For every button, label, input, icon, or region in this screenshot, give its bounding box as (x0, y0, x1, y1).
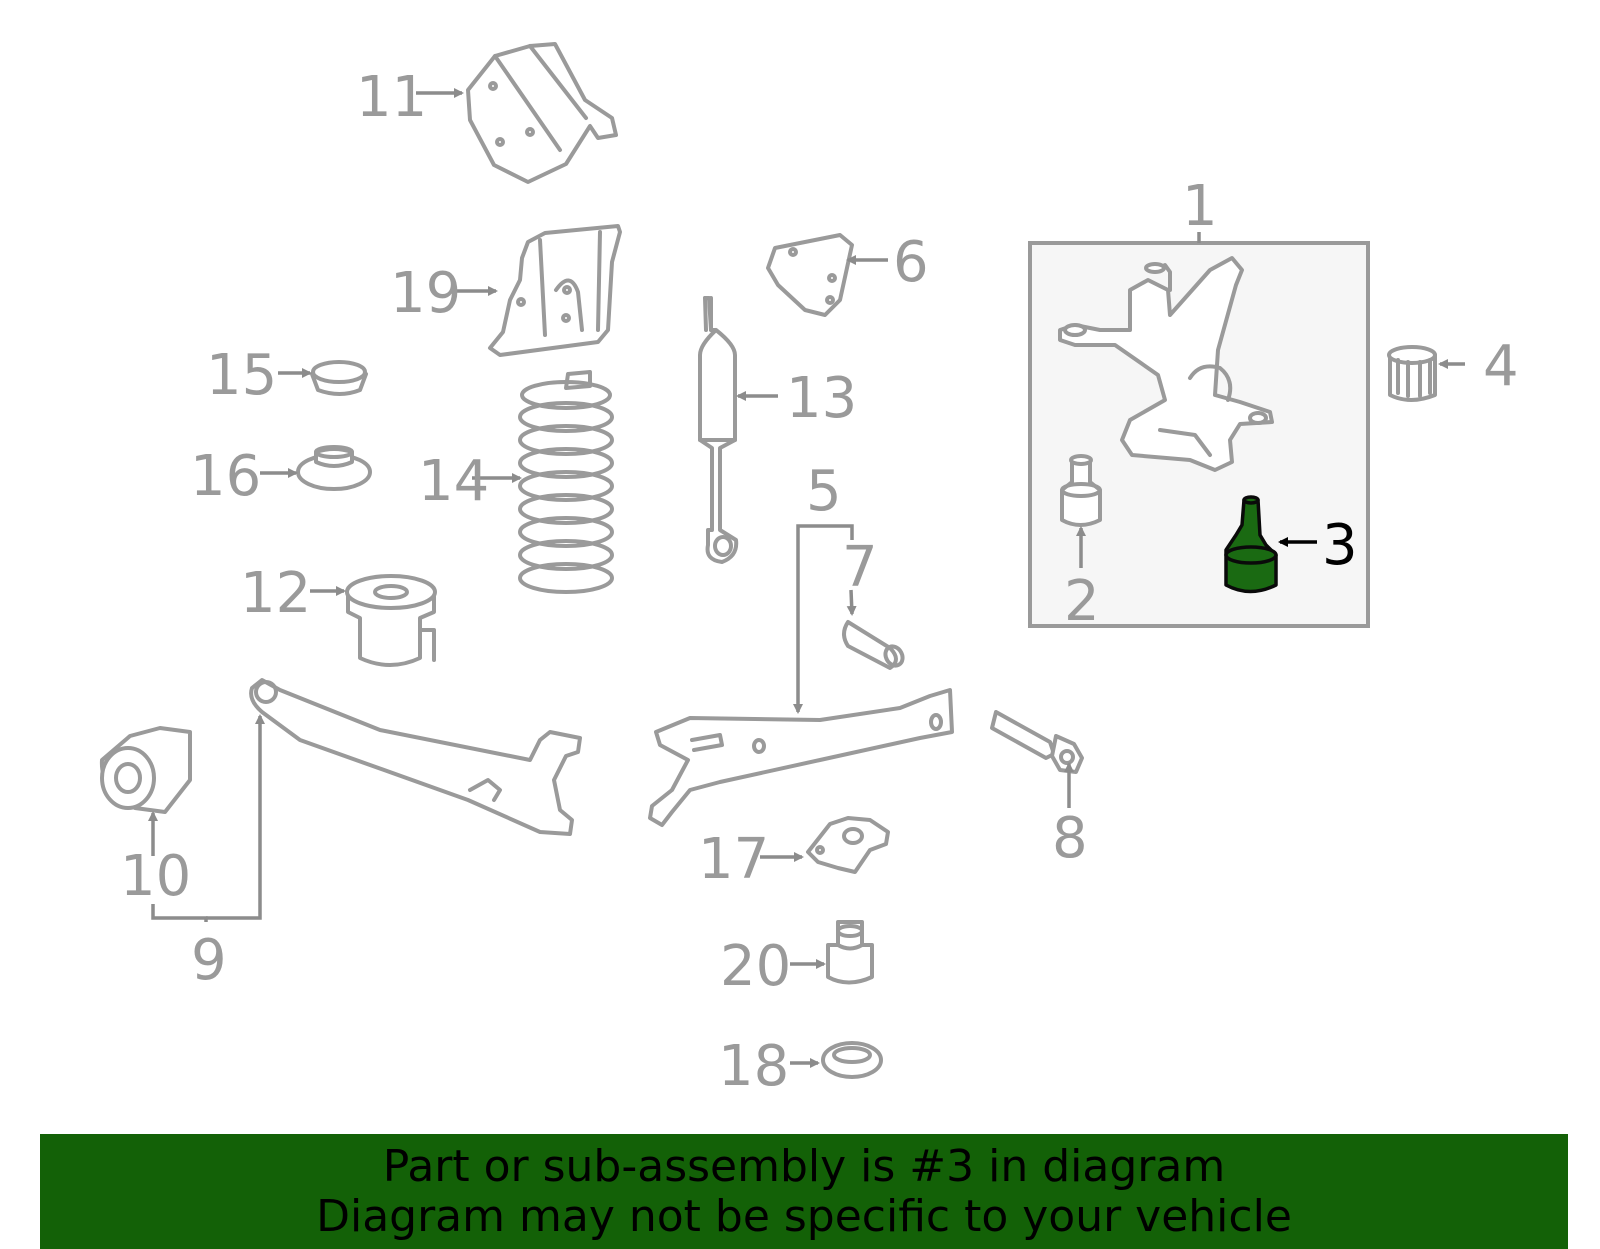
callout-20: 20 (720, 934, 791, 999)
callout-9: 9 (191, 928, 227, 993)
part-8-bolt[interactable] (990, 710, 1084, 774)
callout-6: 6 (893, 230, 929, 295)
callout-4: 4 (1483, 334, 1519, 399)
callout-13: 13 (786, 366, 857, 431)
callout-2: 2 (1064, 569, 1100, 634)
callouts: 1 2 3 4 5 6 7 8 9 10 11 12 13 14 15 16 1… (120, 65, 1519, 1099)
part-4-bushing[interactable] (1387, 345, 1437, 402)
part-10-bushing[interactable] (99, 726, 192, 814)
callout-12: 12 (240, 561, 311, 626)
leader-lines (148, 88, 1465, 1068)
part-18-washer[interactable] (821, 1041, 883, 1079)
callout-14: 14 (418, 449, 489, 514)
callout-1: 1 (1182, 174, 1218, 239)
callout-18: 18 (718, 1034, 789, 1099)
part-16-isolator[interactable] (296, 445, 372, 491)
callout-3: 3 (1322, 513, 1358, 578)
callout-8: 8 (1052, 806, 1088, 871)
part-5-crossmember[interactable] (648, 688, 954, 827)
callout-10: 10 (120, 844, 191, 909)
part-9-radius-arm[interactable] (249, 678, 582, 836)
part-15-washer[interactable] (310, 360, 368, 396)
callout-17: 17 (698, 827, 769, 892)
part-12-bushing[interactable] (345, 574, 437, 667)
callout-15: 15 (206, 343, 277, 408)
callout-19: 19 (390, 261, 461, 326)
notice-banner: Part or sub-assembly is #3 in diagram Di… (40, 1134, 1568, 1249)
callout-16: 16 (190, 444, 261, 509)
part-1-knuckle[interactable] (1058, 256, 1274, 472)
callout-5: 5 (806, 459, 842, 524)
part-3-ball-joint[interactable] (1224, 495, 1278, 594)
banner-line-1: Part or sub-assembly is #3 in diagram (382, 1140, 1226, 1192)
part-19-bracket[interactable] (488, 224, 622, 357)
part-6-bracket[interactable] (766, 233, 854, 317)
part-11-bracket[interactable] (466, 42, 618, 184)
part-7-pin[interactable] (842, 620, 906, 670)
part-14-spring[interactable] (518, 370, 614, 594)
callout-11: 11 (356, 65, 427, 130)
banner-line-2: Diagram may not be specific to your vehi… (316, 1190, 1292, 1242)
part-13-shock[interactable] (698, 296, 739, 564)
part-20-bushing[interactable] (826, 920, 874, 985)
callout-7: 7 (842, 535, 878, 600)
part-2-bushing[interactable] (1060, 454, 1102, 527)
part-17-bracket[interactable] (806, 816, 890, 874)
